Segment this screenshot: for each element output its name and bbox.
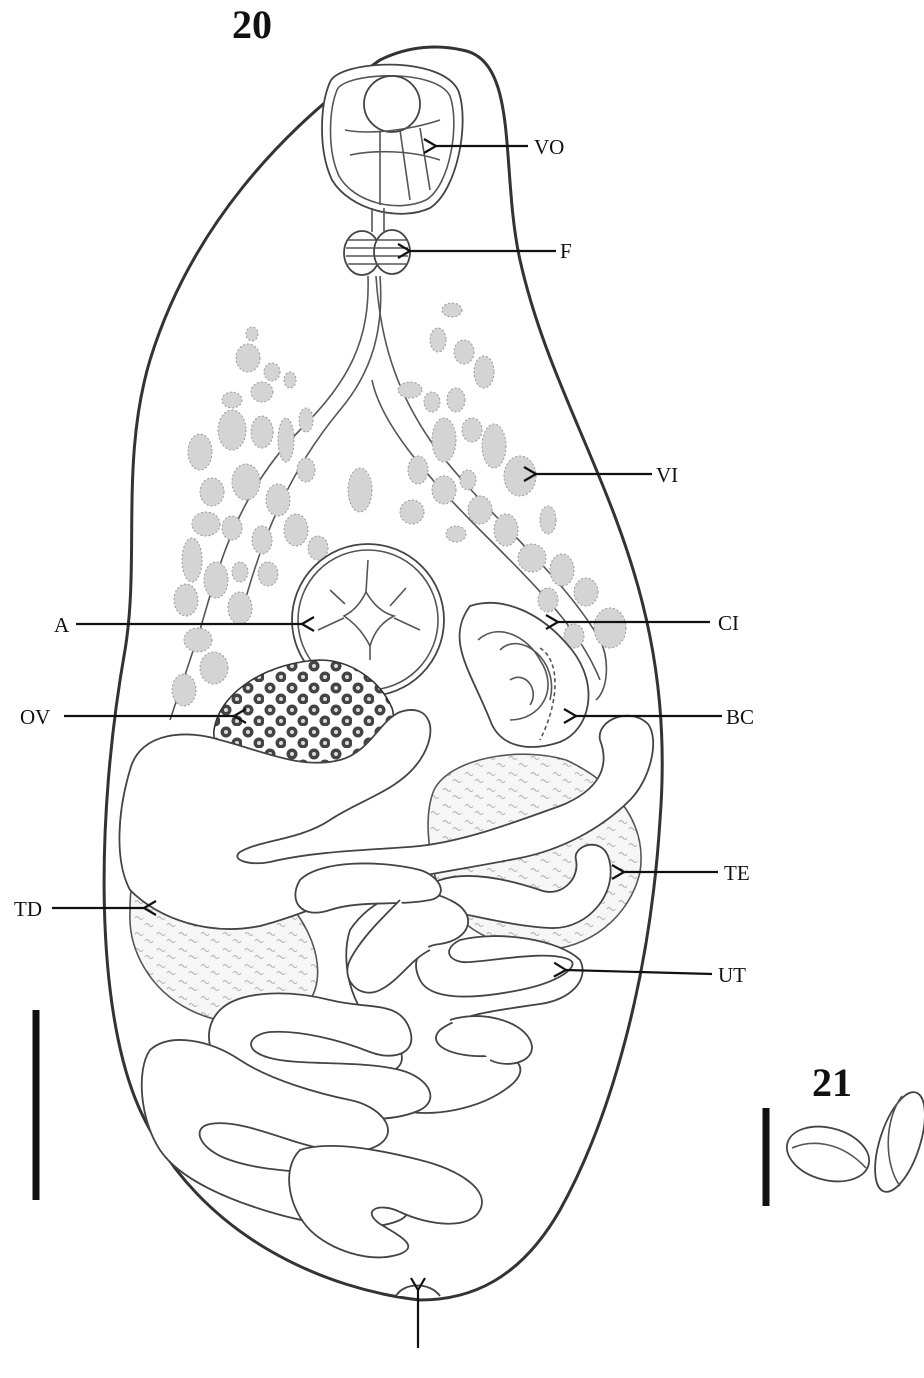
label-ci: CI xyxy=(718,611,739,635)
label-a: A xyxy=(54,613,70,637)
label-bc: BC xyxy=(726,705,754,729)
oral-sucker xyxy=(322,65,463,214)
label-f: F xyxy=(560,239,572,263)
label-td: TD xyxy=(14,897,42,921)
label-ut: UT xyxy=(718,963,746,987)
label-te: TE xyxy=(724,861,750,885)
figure-number-21: 21 xyxy=(812,1060,852,1105)
figure-number-20: 20 xyxy=(232,2,272,47)
eggs-figure xyxy=(781,1086,924,1197)
label-vi: VI xyxy=(656,463,678,487)
label-ov: OV xyxy=(20,705,50,729)
label-vo: VO xyxy=(534,135,564,159)
